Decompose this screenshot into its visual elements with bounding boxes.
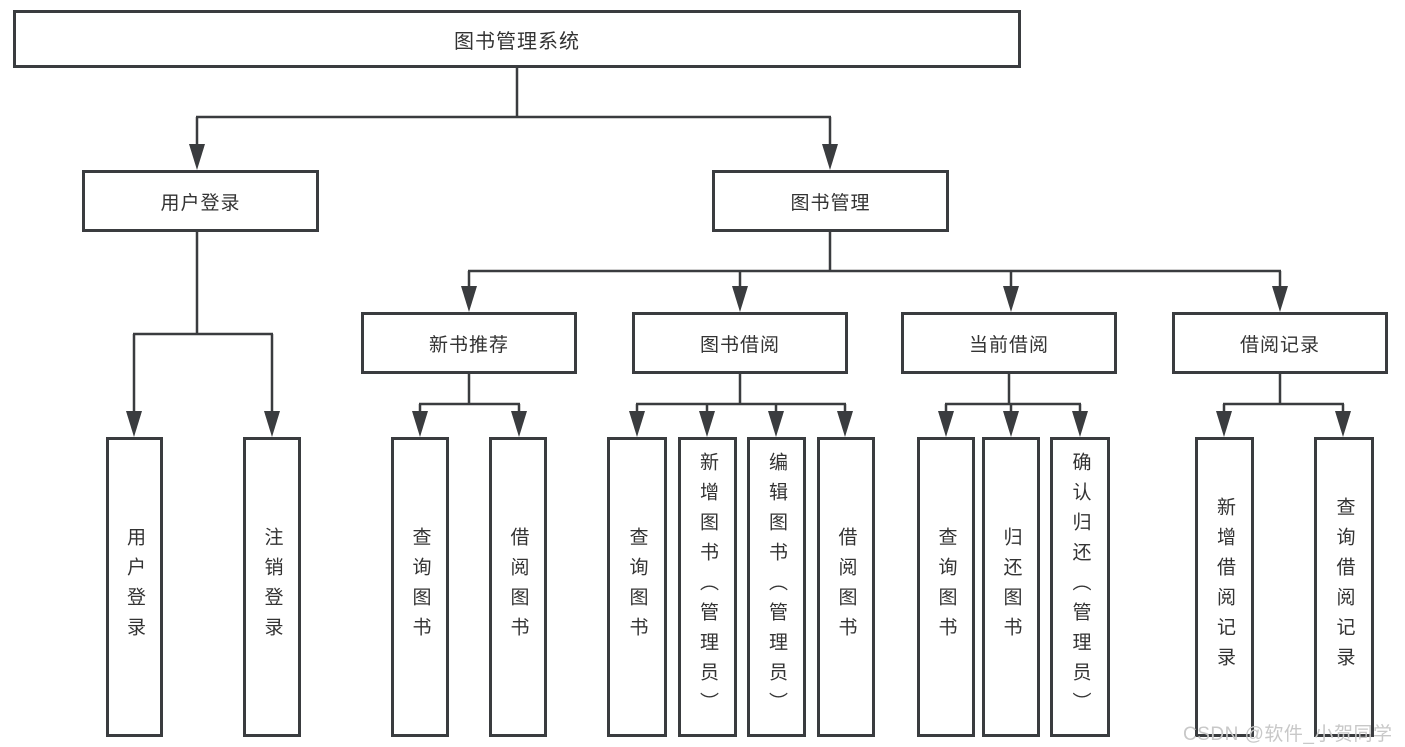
node-label: 新增借阅记录 <box>1214 497 1235 677</box>
node-label: 用户登录 <box>160 192 241 214</box>
node-borrowing-query-books: 查询图书 <box>607 437 667 737</box>
node-current-borrowing: 当前借阅 <box>901 312 1117 374</box>
node-label: 归还图书 <box>1000 527 1022 647</box>
node-label: 查询图书 <box>935 527 957 647</box>
node-label: 查询图书 <box>409 527 431 647</box>
node-label: 借阅图书 <box>835 527 857 647</box>
node-add-borrow-record: 新增借阅记录 <box>1195 437 1254 737</box>
node-label: 新书推荐 <box>428 334 509 356</box>
node-label: 用户登录 <box>124 527 145 647</box>
node-borrowing-borrow-books: 借阅图书 <box>817 437 875 737</box>
node-label: 图书管理系统 <box>454 30 580 53</box>
node-label: 图书管理 <box>790 192 871 214</box>
node-new-books-query-books: 查询图书 <box>391 437 449 737</box>
node-label: 查询图书 <box>626 527 648 647</box>
node-label: 确认归还（管理员） <box>1069 452 1091 722</box>
node-label: 借阅记录 <box>1239 334 1320 356</box>
node-label: 编辑图书（管理员） <box>766 452 787 722</box>
node-label: 查询借阅记录 <box>1333 497 1355 677</box>
node-label: 当前借阅 <box>968 334 1049 356</box>
node-edit-books-admin: 编辑图书（管理员） <box>747 437 806 737</box>
node-user-login: 用户登录 <box>82 170 319 232</box>
node-label: 图书借阅 <box>699 334 780 356</box>
node-query-borrow-record: 查询借阅记录 <box>1314 437 1374 737</box>
node-return-books: 归还图书 <box>982 437 1040 737</box>
node-book-management: 图书管理 <box>712 170 949 232</box>
arrow-down-icons <box>126 144 1351 437</box>
node-library-management-system: 图书管理系统 <box>13 10 1021 68</box>
watermark-text: CSDN @软件_小贺同学 <box>1183 724 1393 745</box>
node-new-books-borrow-books: 借阅图书 <box>489 437 547 737</box>
node-confirm-return-admin: 确认归还（管理员） <box>1050 437 1110 737</box>
node-label: 注销登录 <box>261 527 283 647</box>
node-add-books-admin: 新增图书（管理员） <box>678 437 737 737</box>
node-borrowing-records: 借阅记录 <box>1172 312 1388 374</box>
node-new-book-recommendation: 新书推荐 <box>361 312 577 374</box>
node-current-query-books: 查询图书 <box>917 437 975 737</box>
node-book-borrowing: 图书借阅 <box>632 312 848 374</box>
node-logout: 注销登录 <box>243 437 301 737</box>
node-label: 新增图书（管理员） <box>697 452 718 722</box>
node-user-login-leaf: 用户登录 <box>106 437 163 737</box>
node-label: 借阅图书 <box>507 527 529 647</box>
